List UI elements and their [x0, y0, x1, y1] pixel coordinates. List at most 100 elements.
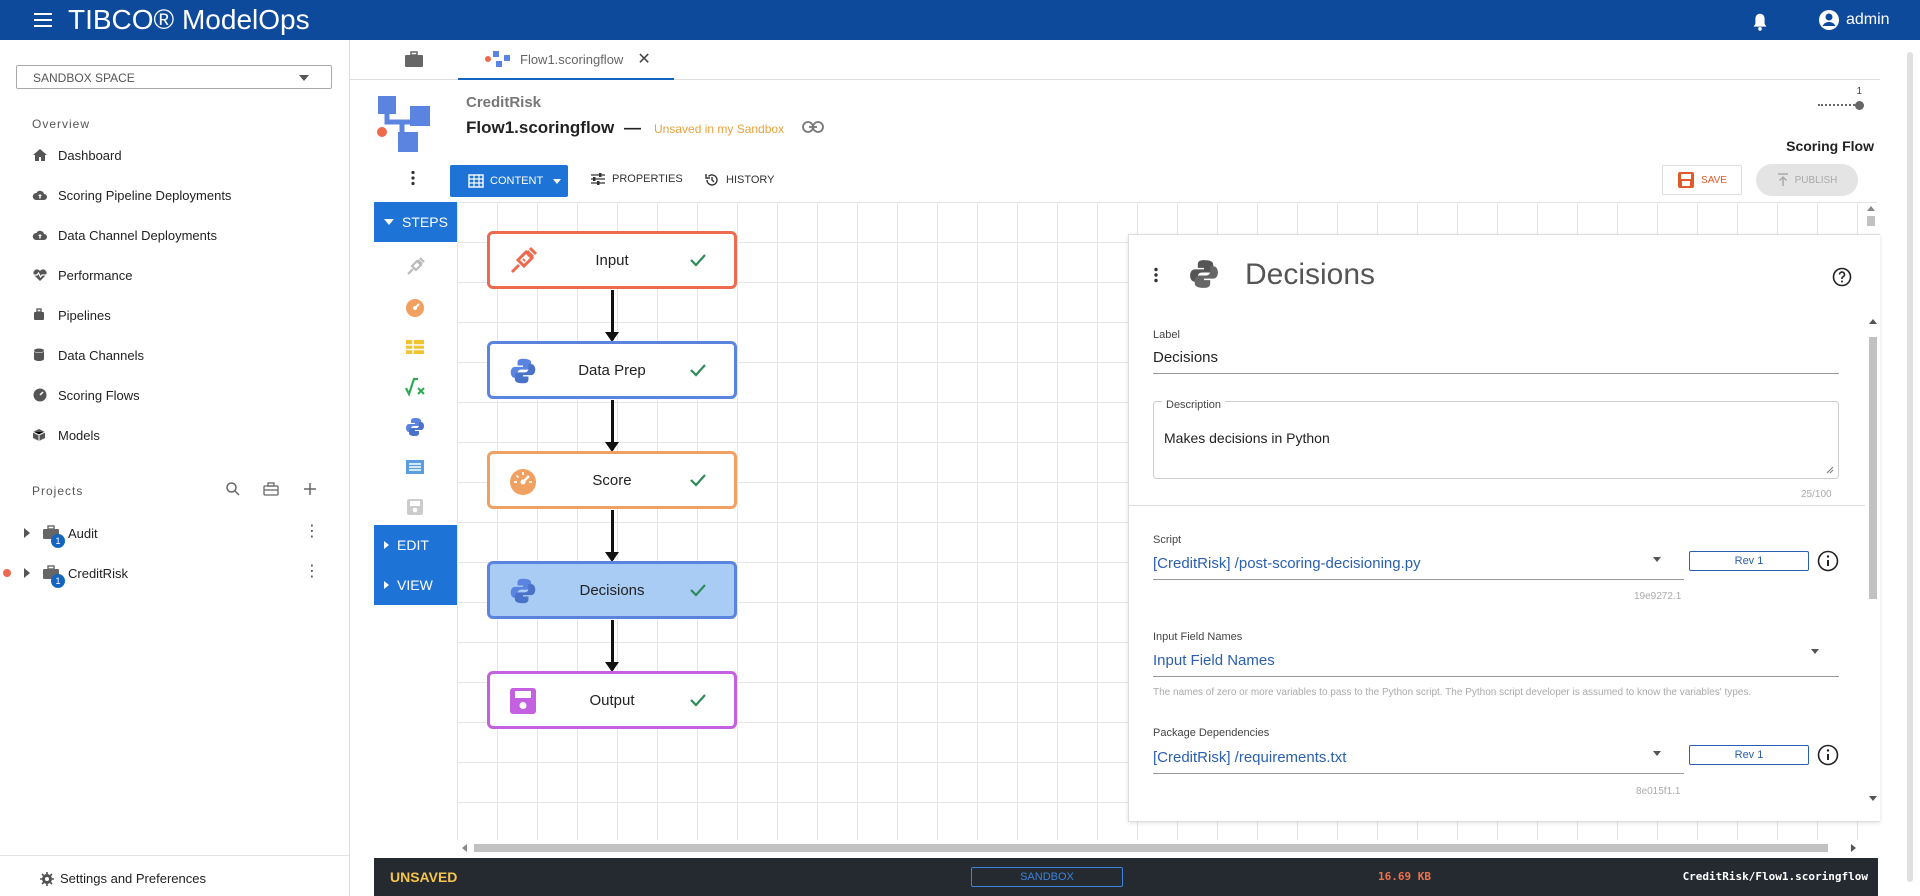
canvas-horizontal-scrollbar[interactable] — [460, 842, 1860, 854]
node-label: Data Prep — [578, 361, 646, 379]
sidebar-item-performance[interactable]: Performance — [32, 265, 132, 285]
gauge-icon[interactable] — [404, 296, 426, 318]
chevron-right-icon — [384, 541, 389, 549]
view-label: VIEW — [397, 577, 433, 593]
sidebar-item-data-channel-deployments[interactable]: Data Channel Deployments — [32, 225, 217, 245]
scroll-thumb[interactable] — [1869, 337, 1877, 599]
sidebar-item-data-channels[interactable]: Data Channels — [32, 345, 144, 365]
panel-scrollbar[interactable] — [1866, 315, 1880, 805]
project-item-audit[interactable]: 1 Audit ⋮ — [0, 522, 350, 548]
script-revision-button[interactable]: Rev 1 — [1689, 551, 1809, 571]
chevron-down-icon[interactable] — [1653, 557, 1661, 562]
space-selector[interactable]: SANDBOX SPACE — [16, 65, 332, 89]
more-vert-icon[interactable]: ⋮ — [304, 563, 320, 580]
info-icon[interactable] — [1817, 550, 1839, 572]
expand-icon[interactable] — [24, 568, 30, 578]
canvas-vertical-scrollbar[interactable] — [1864, 202, 1878, 226]
sidebar-item-label: Data Channels — [58, 347, 144, 363]
more-vert-icon[interactable] — [1153, 267, 1159, 283]
view-toggle[interactable]: VIEW — [374, 565, 457, 605]
more-vert-icon[interactable] — [410, 170, 416, 186]
bell-icon[interactable] — [1748, 11, 1772, 33]
script-select[interactable]: [CreditRisk] /post-scoring-decisioning.p… — [1153, 555, 1421, 572]
add-icon[interactable] — [302, 481, 318, 497]
scroll-thumb[interactable] — [474, 844, 1828, 852]
cloud-upload-icon — [32, 230, 47, 240]
save-icon[interactable] — [404, 496, 426, 518]
project-badge: 1 — [51, 534, 65, 548]
menu-icon[interactable] — [34, 13, 52, 27]
input-fields-select[interactable]: Input Field Names — [1153, 652, 1275, 669]
expand-icon[interactable] — [24, 528, 30, 538]
package-select[interactable]: [CreditRisk] /requirements.txt — [1153, 749, 1347, 766]
chevron-down-icon — [299, 75, 309, 81]
python-icon[interactable] — [404, 416, 426, 438]
table-icon[interactable] — [404, 336, 426, 358]
script-caption: Script — [1153, 534, 1182, 546]
syringe-icon[interactable] — [404, 256, 426, 278]
project-breadcrumb[interactable]: CreditRisk — [466, 94, 542, 111]
package-revision-button[interactable]: Rev 1 — [1689, 745, 1809, 765]
chevron-down-icon[interactable] — [1811, 649, 1819, 654]
user-menu[interactable]: admin — [1818, 8, 1890, 32]
chevron-down-icon — [553, 178, 562, 184]
flow-node-input[interactable]: Input — [487, 231, 737, 289]
save-button[interactable]: SAVE — [1662, 165, 1742, 195]
page-scrollbar[interactable] — [1905, 52, 1915, 896]
chevron-down-icon[interactable] — [1653, 751, 1661, 756]
scroll-up-icon[interactable] — [1869, 319, 1877, 324]
scroll-thumb[interactable] — [1907, 52, 1913, 882]
flow-node-decisions[interactable]: Decisions — [487, 561, 737, 619]
formula-icon[interactable] — [404, 376, 426, 398]
edit-label: EDIT — [397, 537, 429, 553]
package-hash: 8e015f1.1 — [1636, 786, 1681, 797]
edit-toggle[interactable]: EDIT — [374, 525, 457, 565]
settings-link[interactable]: Settings and Preferences — [40, 871, 206, 886]
import-project-icon[interactable] — [262, 481, 280, 497]
search-icon[interactable] — [225, 481, 241, 497]
history-button[interactable]: HISTORY — [704, 172, 775, 188]
flow-node-score[interactable]: Score — [487, 451, 737, 509]
sidebar-item-scoring-pipeline-deployments[interactable]: Scoring Pipeline Deployments — [32, 185, 231, 205]
flow-file-name: Flow1.scoringflow — [466, 118, 615, 137]
resize-handle-icon[interactable] — [1826, 466, 1834, 474]
scroll-thumb[interactable] — [1867, 216, 1875, 226]
sidebar-item-dashboard[interactable]: Dashboard — [32, 145, 122, 165]
scroll-up-icon[interactable] — [1867, 206, 1875, 211]
info-icon[interactable] — [1817, 744, 1839, 766]
scroll-left-icon[interactable] — [462, 844, 467, 852]
sidebar-item-models[interactable]: Models — [32, 425, 100, 445]
revision-minimap[interactable]: 1 — [1814, 86, 1864, 114]
scroll-right-icon[interactable] — [1851, 844, 1856, 852]
sidebar-item-pipelines[interactable]: Pipelines — [32, 305, 111, 325]
label-field[interactable]: Decisions — [1153, 349, 1219, 366]
label-caption: Label — [1153, 329, 1180, 341]
flow-node-data-prep[interactable]: Data Prep — [487, 341, 737, 399]
space-badge[interactable]: SANDBOX — [971, 867, 1123, 887]
form-icon[interactable] — [404, 456, 426, 478]
flow-connector — [605, 290, 619, 342]
flow-connector — [605, 510, 619, 562]
help-icon[interactable] — [1832, 267, 1852, 287]
close-icon[interactable]: ✕ — [637, 51, 651, 68]
content-button[interactable]: CONTENT — [450, 165, 568, 197]
scroll-down-icon[interactable] — [1869, 796, 1877, 801]
description-field[interactable]: Description Makes decisions in Python — [1153, 399, 1839, 479]
save-icon — [1678, 172, 1695, 188]
project-item-creditrisk[interactable]: 1 CreditRisk ⋮ — [0, 562, 350, 588]
description-caption: Description — [1162, 399, 1226, 411]
flow-node-output[interactable]: Output — [487, 671, 737, 729]
sidebar-item-scoring-flows[interactable]: Scoring Flows — [32, 385, 140, 405]
publish-icon — [1777, 173, 1788, 186]
cube-icon — [32, 429, 46, 441]
underline — [1153, 373, 1839, 374]
more-vert-icon[interactable]: ⋮ — [304, 523, 320, 540]
syringe-icon — [510, 246, 538, 274]
properties-button[interactable]: PROPERTIES — [590, 172, 683, 186]
link-icon[interactable] — [802, 120, 824, 134]
steps-toggle[interactable]: STEPS — [374, 202, 457, 242]
publish-button[interactable]: PUBLISH — [1756, 164, 1858, 196]
briefcase-icon[interactable] — [404, 50, 424, 68]
tab-flow1-scoringflow[interactable]: Flow1.scoringflow ✕ — [458, 40, 674, 80]
description-text: Makes decisions in Python — [1164, 430, 1330, 446]
